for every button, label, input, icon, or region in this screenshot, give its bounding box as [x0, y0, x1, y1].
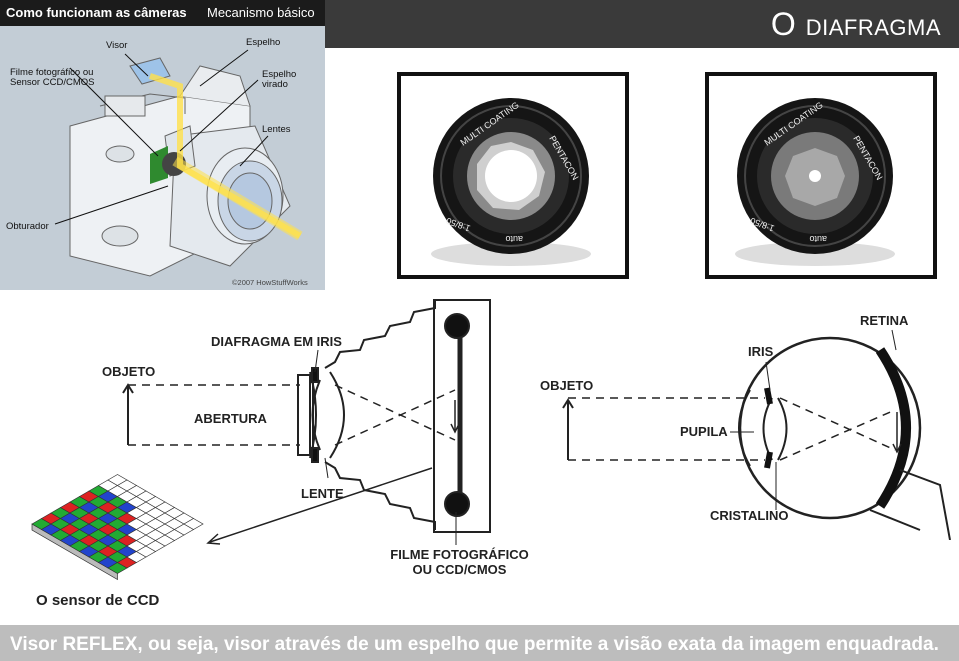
- label-cristalino: CRISTALINO: [710, 508, 789, 523]
- lens1-text-auto: auto: [505, 234, 523, 244]
- footer-text: Visor REFLEX, ou seja, visor através de …: [10, 634, 939, 655]
- label-filme-fotografico: FILME FOTOGRÁFICO OU CCD/CMOS: [387, 547, 532, 577]
- camera-optics-diagram: [122, 299, 491, 545]
- credit: ©2007 HowStuffWorks: [232, 278, 308, 287]
- lens-photo-closed-aperture: MULTI COATING PENTACON 1:8/50 auto: [705, 72, 937, 279]
- camera-illustration-title: Como funcionam as câmeras: [6, 5, 187, 20]
- camera-illustration-header: [0, 0, 325, 26]
- label-filme-line2: OU CCD/CMOS: [412, 562, 507, 577]
- label-diafragma-em-iris: DIAFRAGMA EM IRIS: [211, 334, 342, 349]
- label-espelho-virado: Espelho virado: [262, 69, 297, 90]
- label-abertura: ABERTURA: [194, 411, 267, 426]
- lens-closed-drawing: MULTI COATING PENTACON 1:8/50 auto: [735, 98, 895, 266]
- title-bar: [322, 0, 959, 48]
- camera-illustration-subtitle: Mecanismo básico: [207, 5, 315, 20]
- page-title: O diafragma: [770, 6, 941, 42]
- label-lentes: Lentes: [262, 124, 291, 135]
- eye-optics-diagram: [562, 329, 951, 540]
- lens2-text-auto: auto: [809, 234, 827, 244]
- label-visor: Visor: [106, 40, 128, 51]
- ccd-sensor-illustration: [31, 474, 204, 581]
- ccd-pixel-grid: [31, 474, 204, 581]
- lens-open-drawing: MULTI COATING PENTACON 1:8/50 auto: [431, 98, 591, 266]
- ccd-caption: O sensor de CCD: [36, 592, 160, 609]
- label-obturador: Obturador: [6, 221, 49, 232]
- label-retina: RETINA: [860, 313, 909, 328]
- label-lente: LENTE: [301, 486, 344, 501]
- label-espelho: Espelho: [246, 37, 281, 48]
- camera-illustration: Como funcionam as câmeras Mecanismo bási…: [0, 0, 325, 290]
- label-objeto-camera: OBJETO: [102, 364, 156, 379]
- label-iris: IRIS: [748, 344, 774, 359]
- label-filme: Filme fotográfico ou Sensor CCD/CMOS: [10, 67, 95, 88]
- label-filme-line1: FILME FOTOGRÁFICO: [390, 547, 529, 562]
- footer-bar: [0, 625, 959, 661]
- label-pupila: PUPILA: [680, 424, 728, 439]
- lens-photo-open-aperture: MULTI COATING PENTACON 1:8/50 auto: [397, 72, 629, 279]
- ccd-pixel: [183, 518, 204, 530]
- label-objeto-eye: OBJETO: [540, 378, 594, 393]
- camera-drawing: [54, 49, 303, 277]
